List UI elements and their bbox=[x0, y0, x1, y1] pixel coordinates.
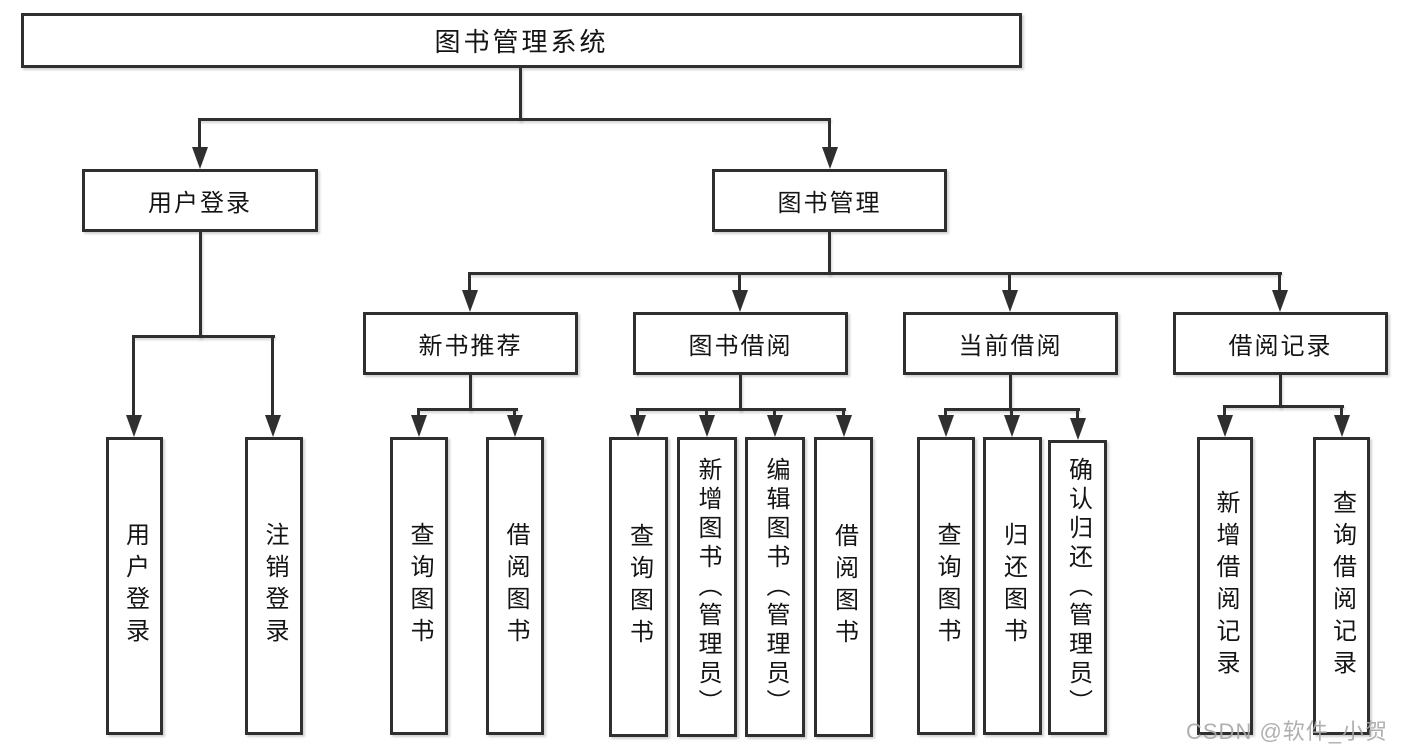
arrow-current-confirm bbox=[1070, 408, 1086, 440]
node-current-query-books: 查询图书 bbox=[917, 437, 975, 735]
arrow-new-book-query bbox=[411, 408, 427, 437]
arrow-to-book-management bbox=[822, 118, 838, 169]
node-login-action: 用户登录 bbox=[106, 437, 163, 735]
connector-book-borrow-rail bbox=[637, 408, 846, 411]
arrow-to-logout-action bbox=[265, 335, 281, 437]
arrow-new-book-borrow bbox=[507, 408, 523, 437]
connector-records-stem bbox=[1279, 375, 1282, 408]
node-book-management-branch: 图书管理 bbox=[712, 169, 947, 232]
connector-book-management-rail bbox=[469, 272, 1282, 275]
node-recommend-borrow-books: 借阅图书 bbox=[486, 437, 544, 735]
arrow-borrow-add bbox=[699, 408, 715, 437]
node-book-borrow: 图书借阅 bbox=[633, 312, 848, 375]
node-current-confirm-return-admin: 确认归还（管理员） bbox=[1048, 440, 1107, 735]
arrow-records-query bbox=[1334, 405, 1350, 437]
node-records-query-record: 查询借阅记录 bbox=[1313, 437, 1370, 735]
connector-root-rail bbox=[199, 118, 831, 121]
arrow-records-add bbox=[1217, 405, 1233, 437]
arrow-to-user-login bbox=[192, 118, 208, 169]
arrow-current-query bbox=[938, 408, 954, 437]
arrow-borrow-borrow bbox=[836, 408, 852, 437]
arrow-to-borrow-records bbox=[1272, 272, 1288, 312]
connector-book-management-stem bbox=[828, 232, 831, 275]
connector-book-borrow-stem bbox=[739, 375, 742, 411]
connector-root-stem bbox=[519, 68, 522, 121]
node-new-book-recommend: 新书推荐 bbox=[363, 312, 578, 375]
node-borrow-query-books: 查询图书 bbox=[609, 437, 668, 737]
node-borrow-edit-books-admin: 编辑图书（管理员） bbox=[745, 437, 805, 737]
node-current-borrow: 当前借阅 bbox=[903, 312, 1118, 375]
connector-current-borrow-stem bbox=[1009, 375, 1012, 411]
connector-user-login-rail bbox=[133, 335, 275, 338]
arrow-to-login-action bbox=[126, 335, 142, 437]
node-borrow-records: 借阅记录 bbox=[1173, 312, 1388, 375]
arrow-to-book-borrow bbox=[732, 272, 748, 312]
connector-new-book-stem bbox=[469, 375, 472, 411]
connector-user-login-stem bbox=[199, 232, 202, 338]
arrow-borrow-edit bbox=[767, 408, 783, 437]
node-borrow-borrow-books: 借阅图书 bbox=[814, 437, 873, 737]
node-user-login-branch: 用户登录 bbox=[82, 169, 318, 232]
arrow-to-current-borrow bbox=[1002, 272, 1018, 312]
node-current-return-books: 归还图书 bbox=[983, 437, 1042, 735]
node-records-add-record: 新增借阅记录 bbox=[1197, 437, 1253, 735]
connector-records-rail bbox=[1224, 405, 1344, 408]
csdn-watermark: CSDN @软件_小贺同学 bbox=[1186, 719, 1389, 744]
node-logout-action: 注销登录 bbox=[245, 437, 303, 735]
arrow-to-new-book-recommend bbox=[462, 272, 478, 312]
node-recommend-query-books: 查询图书 bbox=[390, 437, 448, 735]
node-library-management-system: 图书管理系统 bbox=[21, 13, 1022, 68]
arrow-current-return bbox=[1004, 408, 1020, 437]
node-borrow-add-books-admin: 新增图书（管理员） bbox=[677, 437, 737, 737]
arrow-borrow-query bbox=[630, 408, 646, 437]
connector-new-book-rail bbox=[418, 408, 518, 411]
